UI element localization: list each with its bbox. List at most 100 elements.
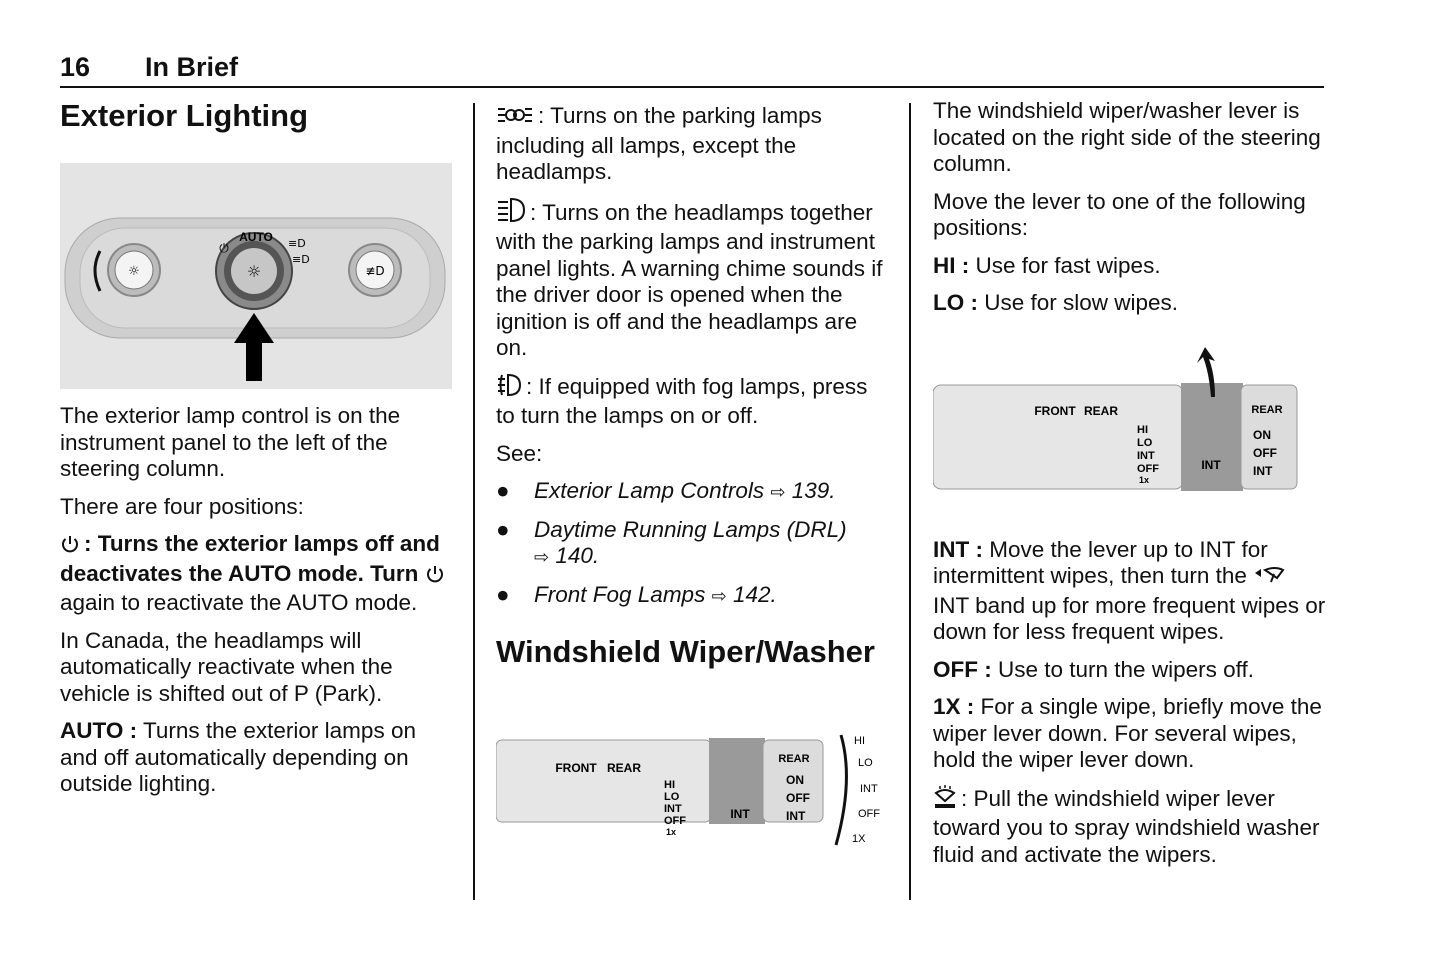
int-text-2: INT band up for more frequent wipes or d… (933, 592, 1326, 645)
move-lever: Move the lever to one of the following p… (933, 188, 1306, 241)
pos-off: OFF (1137, 463, 1159, 475)
1x-position: 1X : For a single wipe, briefly move the… (933, 694, 1328, 774)
reference-page[interactable]: 139. (791, 478, 836, 503)
rear-on: ON (1253, 428, 1271, 442)
pos-1x: 1x (666, 827, 676, 837)
wiper-location: The windshield wiper/washer lever is loc… (933, 98, 1321, 176)
washer-position: : Pull the windshield wiper lever toward… (933, 784, 1328, 869)
up-arrow-icon (1197, 346, 1215, 397)
lamp-control-location: The exterior lamp control is on the inst… (60, 403, 401, 481)
rear-pos-title: REAR (1251, 404, 1282, 416)
power-icon (60, 534, 80, 561)
wiper-lever-up-figure: FRONT REAR HI LO INT OFF 1x INT REAR ON … (933, 346, 1298, 491)
svg-text:≡D: ≡D (288, 237, 306, 250)
parking-lamps-position: : Turns on the parking lamps including a… (496, 103, 891, 186)
four-positions: There are four positions: (60, 493, 304, 519)
rear-int: INT (1253, 464, 1273, 478)
pos-hi: HI (1137, 424, 1148, 436)
canada-note: In Canada, the headlamps will automatica… (60, 627, 393, 706)
pos-lo: LO (664, 791, 680, 803)
exterior-lamp-control-figure: ☼ ☼ ⏻ AUTO ≡D ≡D ≢D (60, 163, 452, 389)
rear-off: OFF (1253, 446, 1277, 460)
lo-position: LO : Use for slow wipes. (933, 290, 1328, 317)
svg-text:☼: ☼ (247, 262, 261, 281)
rear-on: ON (786, 773, 804, 787)
page-arrow-icon: ⇨ (534, 547, 550, 567)
rear-label: REAR (607, 761, 641, 775)
column-2: : Turns on the parking lamps including a… (496, 103, 891, 850)
pos-off: OFF (664, 815, 686, 827)
page-number: 16 (60, 52, 91, 82)
pos-int: INT (1137, 450, 1155, 462)
1x-label: 1X : (933, 694, 975, 719)
svg-text:≡D: ≡D (292, 253, 310, 266)
svg-text:≢D: ≢D (365, 264, 384, 278)
front-washer-icon (933, 784, 957, 816)
reference-text[interactable]: Exterior Lamp Controls (534, 478, 765, 503)
column-1: Exterior Lighting ☼ ☼ ⏻ AUTO ≡D ≡D ≢D (60, 98, 455, 809)
reference-list: ●Exterior Lamp Controls ⇨ 139. ●Daytime … (496, 478, 891, 609)
reference-item[interactable]: ●Exterior Lamp Controls ⇨ 139. (496, 478, 836, 503)
hi-text: Use for fast wipes. (969, 252, 1161, 278)
headlamp-knob: ☼ ⏻ AUTO ≡D ≡D (215, 230, 310, 310)
page-arrow-icon: ⇨ (770, 482, 786, 502)
reference-text[interactable]: Daytime Running Lamps (DRL) (534, 516, 847, 542)
side-1x: 1X (852, 833, 866, 845)
auto-label: AUTO : (60, 718, 138, 743)
front-label: FRONT (1034, 404, 1076, 418)
headlamp-icon (496, 197, 526, 230)
int-label: INT (1201, 458, 1221, 472)
column-divider (909, 103, 911, 900)
front-label: FRONT (555, 761, 597, 775)
reference-page[interactable]: 142. (732, 581, 777, 607)
rear-label: REAR (1084, 404, 1118, 418)
off-text-2: again to reactivate the AUTO mode. (60, 590, 418, 615)
lo-text: Use for slow wipes. (978, 290, 1179, 315)
rear-pos-title: REAR (778, 753, 809, 765)
hi-position: HI : Use for fast wipes. (933, 253, 1328, 280)
rear-int: INT (786, 809, 806, 823)
wiper-lever-figure: FRONT REAR HI LO INT OFF 1x INT REAR ON … (496, 734, 880, 846)
int-label: INT (730, 807, 750, 821)
headlamps-position: : Turns on the headlamps together with t… (496, 197, 891, 362)
reference-item[interactable]: ●Daytime Running Lamps (DRL)⇨ 140. (496, 516, 847, 569)
washer-text: : Pull the windshield wiper lever toward… (933, 785, 1320, 867)
up-arrow-icon (234, 313, 274, 381)
page-arrow-icon: ⇨ (711, 585, 727, 606)
column-3: The windshield wiper/washer lever is loc… (933, 98, 1328, 879)
side-off: OFF (858, 808, 880, 820)
off-position: OFF : Use to turn the wipers off. (933, 657, 1328, 684)
reference-page[interactable]: 140. (555, 543, 600, 568)
side-int: INT (860, 783, 878, 795)
fog-lamps-position: : If equipped with fog lamps, press to t… (496, 373, 891, 430)
int-label: INT : (933, 536, 983, 562)
lo-label: LO : (933, 290, 978, 315)
off-text: Use to turn the wipers off. (991, 656, 1254, 682)
pos-lo: LO (1137, 437, 1153, 449)
auto-label: AUTO (239, 230, 273, 244)
fog-lamp-icon (496, 373, 522, 404)
auto-position: AUTO : Turns the exterior lamps on and o… (60, 718, 455, 798)
side-lo: LO (858, 757, 873, 769)
see-label: See: (496, 440, 543, 466)
auto-text: Turns the exterior lamps on and off auto… (60, 718, 416, 796)
pos-int: INT (664, 803, 682, 815)
parking-lamp-icon (496, 104, 534, 133)
headlamps-text: : Turns on the headlamps together with t… (496, 199, 883, 361)
off-text-1: : Turns the exterior lamps off and deact… (60, 531, 440, 586)
power-icon (425, 564, 445, 591)
reference-text[interactable]: Front Fog Lamps (534, 581, 706, 607)
pos-hi: HI (664, 779, 675, 791)
section-title: In Brief (145, 52, 239, 82)
fog-lamps-text: : If equipped with fog lamps, press to t… (496, 373, 868, 429)
reference-item[interactable]: ●Front Fog Lamps ⇨ 142. (496, 581, 777, 607)
svg-text:☼: ☼ (128, 264, 140, 279)
off-label: OFF : (933, 656, 992, 682)
fog-button-icon: ≢D (348, 243, 402, 297)
wiper-washer-heading: Windshield Wiper/Washer (496, 634, 875, 669)
column-divider (473, 103, 475, 900)
off-position: : Turns the exterior lamps off and deact… (60, 531, 455, 617)
int-text-1: Move the lever up to INT for intermitten… (933, 536, 1268, 589)
page-header: 16 In Brief (60, 52, 1324, 88)
wiper-int-icon (1253, 564, 1285, 593)
